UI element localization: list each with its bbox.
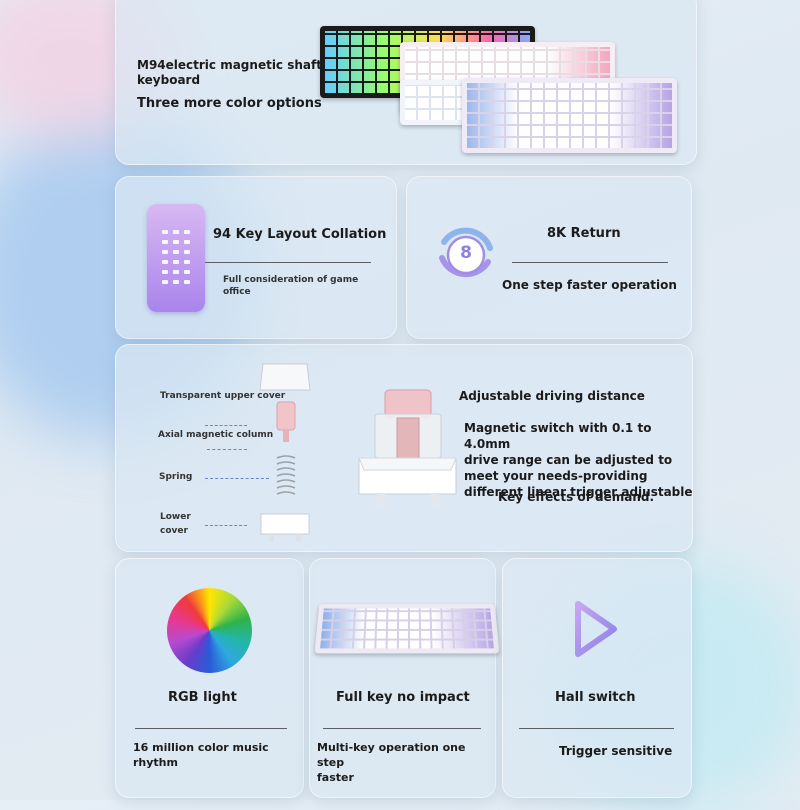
- exploded-switch-image: [255, 354, 315, 544]
- return-rate-card: 8 8K Return One step faster operation: [406, 176, 692, 339]
- rgb-light-card: RGB light 16 million color music rhythm: [115, 558, 304, 798]
- switch-desc-line4: different linear trigger adjustable: [464, 485, 693, 499]
- lower-cover-leader: [205, 525, 247, 526]
- color-options-text: Three more color options: [137, 96, 322, 111]
- product-name-line1: M94electric magnetic shaft: [137, 58, 322, 72]
- keyboard-image: [314, 603, 500, 654]
- switch-desc-line2: drive range can be adjusted to: [464, 453, 673, 467]
- switch-description: Magnetic switch with 0.1 to 4.0mm drive …: [464, 420, 693, 500]
- full-key-title: Full key no impact: [336, 690, 470, 705]
- lower-cover-label-line1: Lower: [160, 512, 191, 522]
- key-layout-desc-line1: Full consideration of game: [223, 275, 359, 285]
- hall-switch-desc: Trigger sensitive: [559, 744, 673, 758]
- rgb-light-divider: [135, 728, 287, 729]
- return-rate-title: 8K Return: [547, 226, 621, 241]
- product-name: M94electric magnetic shaft keyboard: [137, 58, 322, 88]
- return-rate-divider: [512, 262, 668, 263]
- spring-label: Spring: [159, 472, 193, 482]
- play-triangle-icon: [570, 598, 622, 660]
- upper-cover-label: Transparent upper cover: [160, 391, 286, 401]
- key-layout-icon: [147, 204, 205, 312]
- switch-desc-emphasis: Key effects of demand.: [498, 490, 655, 504]
- product-card: M94electric magnetic shaft keyboard Thre…: [115, 0, 697, 165]
- switch-desc-line3: meet your needs-providing: [464, 469, 648, 483]
- rgb-light-desc-line1: 16 million color music: [133, 741, 269, 754]
- product-name-line2: keyboard: [137, 73, 201, 87]
- full-key-divider: [323, 728, 481, 729]
- full-key-card: Full key no impact Multi-key operation o…: [309, 558, 500, 798]
- spring-leader: [205, 478, 269, 479]
- axial-column-label: Axial magnetic column: [158, 430, 274, 440]
- eight-k-return-icon: 8: [430, 218, 502, 290]
- rgb-light-title: RGB light: [168, 690, 237, 705]
- full-key-desc-line2: faster: [317, 771, 354, 784]
- return-rate-subtitle: One step faster operation: [502, 278, 677, 292]
- key-layout-title: 94 Key Layout Collation: [213, 227, 387, 242]
- hall-switch-divider: [519, 728, 674, 729]
- eight-k-glyph: 8: [460, 243, 472, 263]
- key-layout-card: 94 Key Layout Collation Full considerati…: [115, 176, 397, 339]
- hall-switch-title: Hall switch: [555, 690, 636, 705]
- rgb-light-desc-line2: rhythm: [133, 756, 178, 769]
- key-layout-divider: [205, 262, 371, 263]
- lower-cover-label-line2: cover: [160, 526, 188, 536]
- lavender-blue-keyboard-image: [462, 78, 677, 153]
- key-layout-desc: Full consideration of game office: [223, 274, 358, 298]
- switch-desc-line1: Magnetic switch with 0.1 to 4.0mm: [464, 421, 652, 451]
- switch-title: Adjustable driving distance: [459, 389, 645, 403]
- assembled-switch-image: [355, 386, 460, 516]
- hall-switch-card: Hall switch Trigger sensitive: [502, 558, 692, 798]
- full-key-desc-line1: Multi-key operation one step: [317, 741, 466, 769]
- axial-column-leader: [207, 449, 247, 450]
- key-layout-desc-line2: office: [223, 287, 251, 297]
- upper-cover-leader: [205, 425, 247, 426]
- rgb-light-desc: 16 million color music rhythm: [133, 740, 269, 770]
- full-key-desc: Multi-key operation one step faster: [317, 740, 496, 785]
- color-wheel-icon: [167, 588, 252, 673]
- lower-cover-label: Lower cover: [160, 510, 191, 538]
- magnetic-switch-card: Transparent upper cover Axial magnetic c…: [115, 344, 693, 552]
